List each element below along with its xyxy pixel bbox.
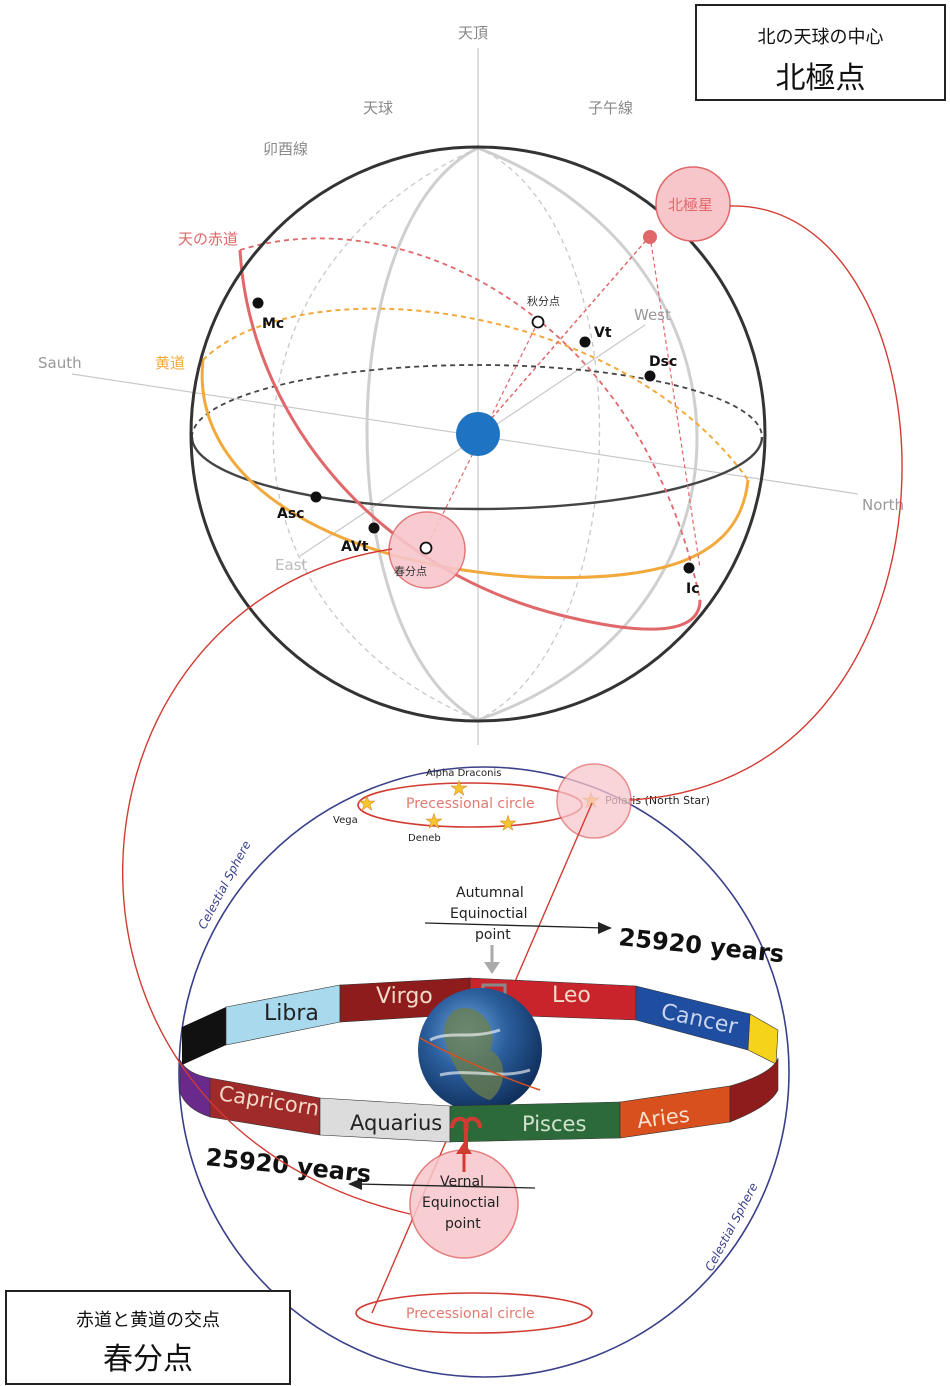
lower-celestial-sphere-outline (178, 766, 790, 1378)
ecliptic-back (202, 307, 749, 481)
equator-front (238, 249, 702, 631)
autumnal-label-line3: point (475, 927, 511, 943)
lower-precession-diagram: Celestial Sphere Celestial Sphere Preces… (178, 763, 790, 1378)
polaris-label: 北極星 (668, 196, 713, 214)
alpha-draconis-label: Alpha Draconis (426, 768, 502, 779)
precessional-circle-bottom (355, 1292, 593, 1334)
vernal-label-line1: Vernal (440, 1174, 484, 1190)
meridian-line (477, 146, 699, 722)
asc-label: Asc (277, 506, 304, 522)
celestial-sphere-label: 天球 (363, 99, 393, 117)
horizon-back (191, 364, 763, 438)
autumn-equinox-point (531, 315, 545, 329)
zenith-label: 天頂 (458, 24, 488, 42)
years-left-arrow-head (348, 1178, 362, 1190)
vernal-equinox-box-subtitle: 赤道と黄道の交点 (76, 1310, 220, 1331)
star-icon-vega: ★ (358, 791, 376, 815)
vernal-connector-curve (122, 548, 411, 1215)
vernal-arrow-head (456, 1142, 472, 1154)
vt-label: Vt (594, 325, 612, 341)
zodiac-label-pisces: Pisces (522, 1112, 586, 1136)
north-pole-box-subtitle: 北の天球の中心 (757, 27, 884, 48)
mc-label: Mc (262, 316, 284, 332)
ic-label: Ic (686, 581, 700, 597)
ecliptic-label: 黄道 (155, 354, 185, 372)
upper-celestial-sphere-diagram: 天頂 天球 子午線 卯酉線 天の赤道 黄道 Sauth North West E… (38, 24, 904, 745)
precessional-circle-top-label: Precessional circle (406, 796, 535, 812)
equator-back (239, 237, 701, 601)
polaris-lower-highlight (556, 763, 632, 839)
asc-point (310, 491, 322, 503)
north-pole-box: 北の天球の中心 北極点 (695, 4, 946, 101)
meridian-label: 子午線 (588, 99, 633, 117)
meridian-back (477, 147, 601, 721)
east-label: East (275, 556, 307, 574)
celestial-sphere-outline (189, 145, 767, 723)
prime-vertical-line (365, 146, 479, 722)
mc-point (252, 297, 264, 309)
zodiac-band-front: Capricorn Aquarius Pisces Aries (179, 1057, 779, 1143)
zodiac-back-yellow (747, 1013, 779, 1065)
vernal-label-line3: point (445, 1216, 481, 1232)
years-right-label: 25920 years (617, 923, 785, 968)
star-icon-deneb: ★ (425, 809, 443, 833)
autumn-equinox-label: 秋分点 (527, 294, 560, 308)
celestial-equator-label: 天の赤道 (178, 230, 238, 248)
earth-ecliptic-line (419, 1037, 541, 1091)
earth-land (444, 1008, 504, 1100)
west-label: West (634, 306, 671, 324)
autumnal-arrow-head (484, 962, 500, 974)
vernal-equinox-label: 春分点 (394, 565, 427, 578)
vernal-equinox-box: 赤道と黄道の交点 春分点 (5, 1290, 291, 1385)
years-right-arrow-shaft (424, 922, 606, 929)
dsc-label: Dsc (649, 354, 677, 370)
autumnal-label-line1: Autumnal (456, 885, 524, 901)
polaris-highlight (655, 166, 731, 242)
horizon-front (190, 436, 764, 511)
prime-vertical-label: 卯酉線 (263, 140, 308, 158)
avt-label: AVt (341, 539, 369, 555)
vernal-equinox-point (419, 541, 433, 555)
vernal-equinox-box-title: 春分点 (103, 1342, 193, 1377)
zodiac-front-end (729, 1057, 779, 1123)
south-label: Sauth (38, 354, 82, 372)
star-icon-alpha-draconis: ★ (450, 776, 468, 800)
zodiac-label-leo: Leo (552, 983, 591, 1008)
north-label: North (862, 496, 904, 514)
deneb-label: Deneb (408, 833, 441, 844)
vt-point (579, 336, 591, 348)
ic-point (683, 562, 695, 574)
celestial-sphere-left-label: Celestial Sphere (195, 838, 253, 931)
ecliptic-front (200, 359, 750, 580)
earth-cloud (429, 1028, 531, 1077)
polaris-axis (477, 235, 651, 435)
polaris-point (643, 230, 657, 244)
vega-label: Vega (333, 815, 358, 826)
zodiac-label-virgo: Virgo (376, 984, 433, 1009)
vernal-label-line2: Equinoctial (422, 1195, 499, 1211)
years-left-arrow-shaft (355, 1183, 536, 1189)
prime-vertical-back (272, 147, 479, 721)
avt-point (368, 522, 380, 534)
zodiac-back-black (182, 1007, 226, 1065)
dsc-point (644, 370, 656, 382)
years-right-arrow-head (598, 922, 612, 934)
center-point (456, 412, 500, 456)
zodiac-label-aquarius: Aquarius (350, 1111, 442, 1135)
star-icon-unnamed: ★ (499, 811, 517, 835)
zodiac-label-libra: Libra (264, 1001, 319, 1026)
polaris-to-ic (649, 235, 701, 569)
autumnal-label-line2: Equinoctial (450, 906, 527, 922)
precessional-circle-bottom-label: Precessional circle (406, 1306, 535, 1322)
celestial-sphere-right-label: Celestial Sphere (702, 1180, 760, 1273)
polaris-connector-curve (629, 205, 903, 801)
north-pole-box-title: 北極点 (775, 61, 866, 96)
